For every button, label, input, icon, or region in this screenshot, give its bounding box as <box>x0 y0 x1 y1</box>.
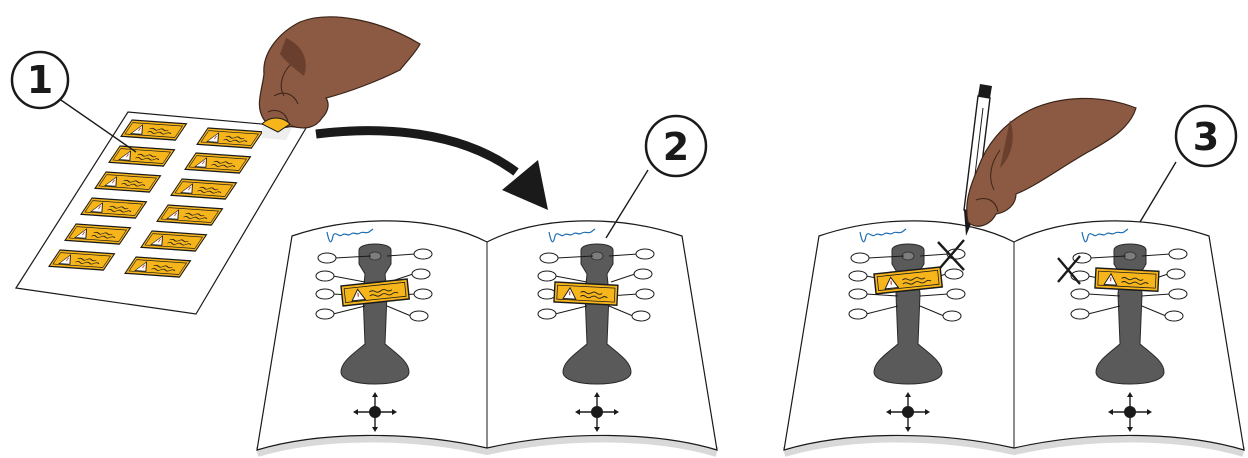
hand-icon <box>966 97 1137 227</box>
step-3-marker: 3 <box>1139 104 1238 223</box>
hand-icon <box>258 16 421 133</box>
step-2-marker: 2 <box>605 114 708 239</box>
label-sheet <box>14 111 308 315</box>
step-3-number: 3 <box>1193 115 1219 159</box>
step-1-number: 1 <box>27 58 53 102</box>
open-book-icon <box>784 221 1244 452</box>
step-2-number: 2 <box>663 125 689 169</box>
step-1-marker: 1 <box>10 50 137 153</box>
curved-arrow-icon <box>315 126 548 210</box>
open-book-icon <box>257 221 717 452</box>
cross-mark-icon <box>937 239 1081 285</box>
